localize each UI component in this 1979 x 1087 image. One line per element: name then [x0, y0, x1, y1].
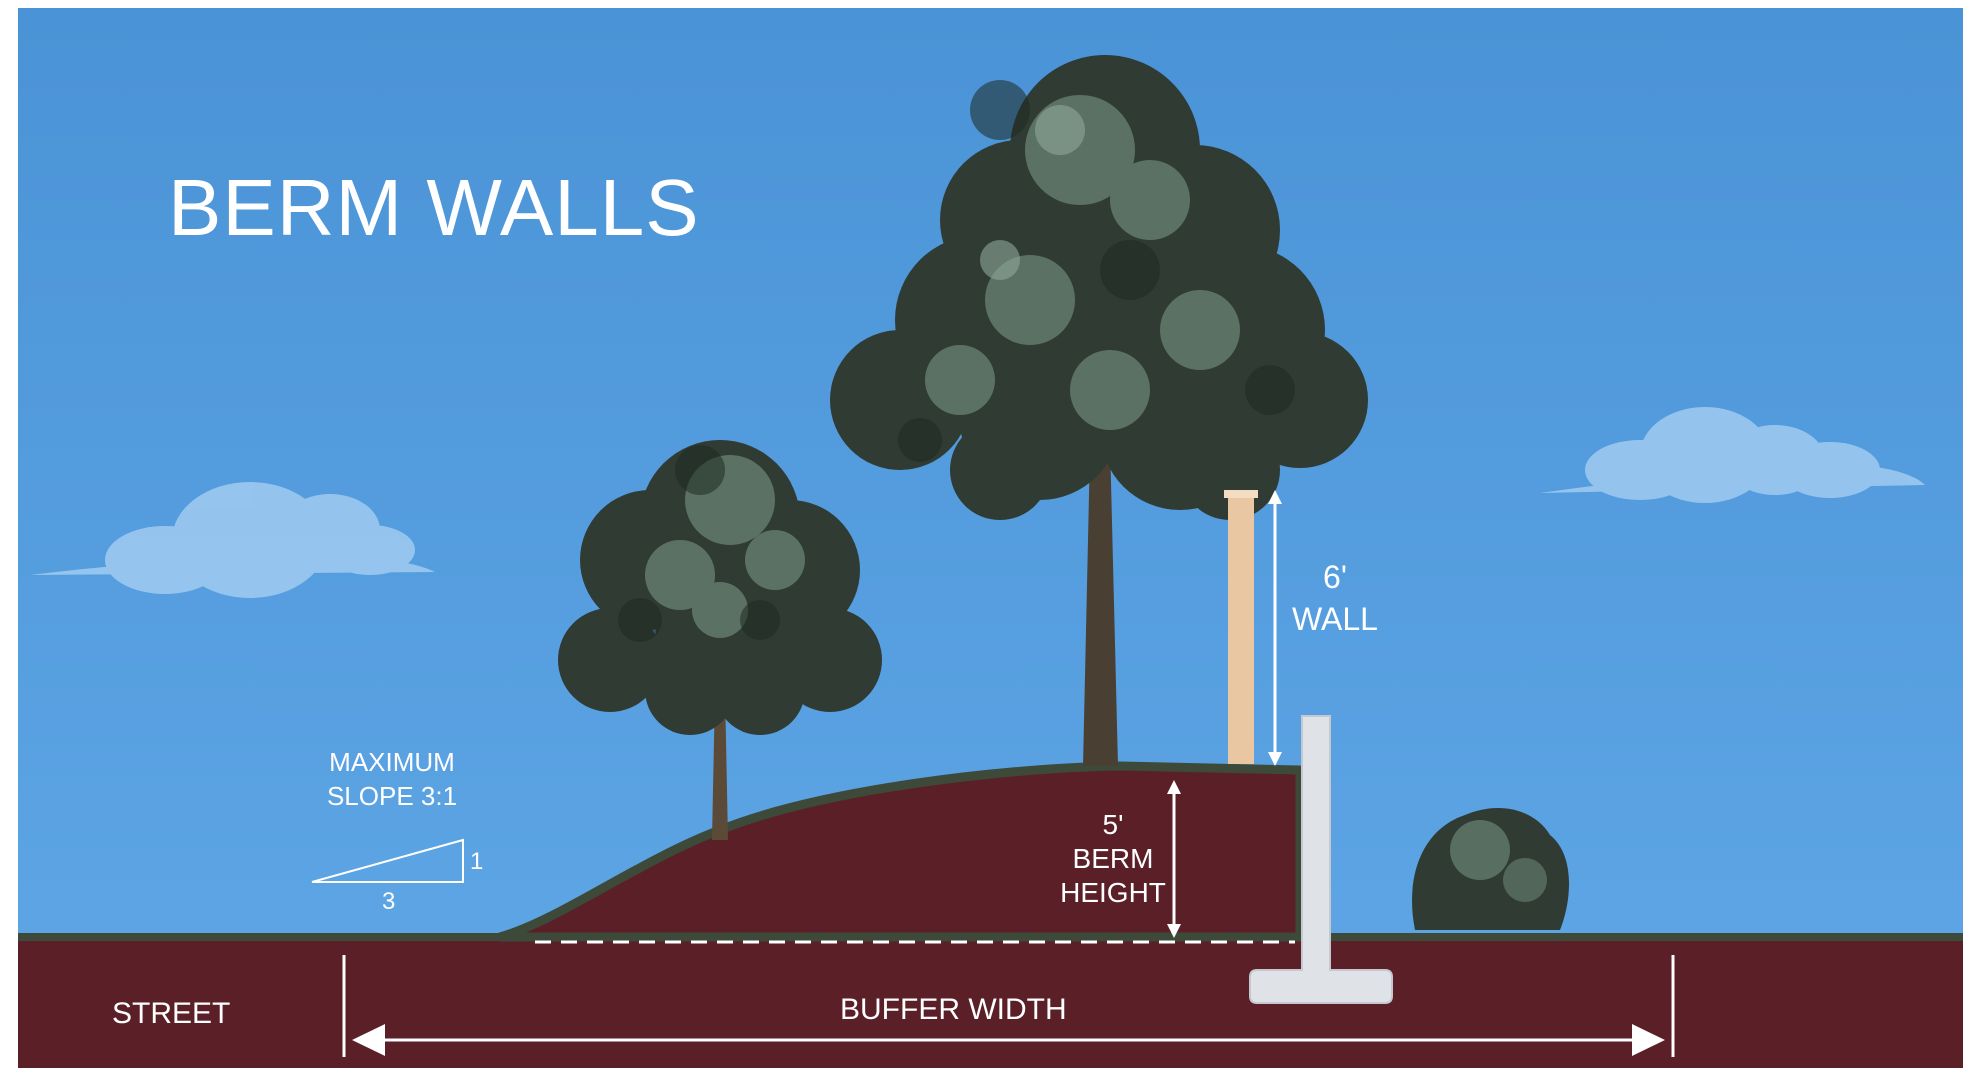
- wall-height-dimension: [1268, 490, 1282, 766]
- buffer-width-label: BUFFER WIDTH: [840, 993, 1067, 1026]
- six-foot-wall: [1228, 492, 1254, 764]
- slope-triangle-icon: [311, 838, 464, 883]
- berm-height-caption-2: HEIGHT: [1060, 877, 1166, 908]
- cloud-right: [1540, 407, 1925, 503]
- slope-label: MAXIMUM SLOPE 3:1: [302, 745, 482, 813]
- wall-height-label: 6' WALL: [1275, 556, 1395, 640]
- tall-tree-icon: [830, 55, 1368, 766]
- shrub-icon: [1412, 807, 1570, 930]
- retaining-wall: [1249, 715, 1393, 1004]
- buffer-width-dimension: [342, 955, 1675, 1057]
- slope-label-line-1: MAXIMUM: [329, 747, 455, 777]
- wall-height-caption: WALL: [1292, 601, 1378, 637]
- page-title: BERM WALLS: [168, 163, 700, 252]
- berm-height-label: 5' BERM HEIGHT: [1048, 808, 1178, 910]
- small-tree-icon: [558, 440, 882, 840]
- berm-height-value: 5': [1102, 809, 1124, 840]
- berm-height-dimension: [1167, 780, 1181, 938]
- berm: [495, 761, 1305, 942]
- berm-height-caption-1: BERM: [1072, 843, 1154, 874]
- street-label: STREET: [112, 997, 231, 1030]
- slope-run-label: 3: [382, 888, 396, 915]
- slope-rise-label: 1: [470, 848, 484, 875]
- slope-label-line-2: SLOPE 3:1: [326, 781, 458, 811]
- wall-height-value: 6': [1323, 559, 1347, 595]
- cloud-left: [30, 482, 435, 598]
